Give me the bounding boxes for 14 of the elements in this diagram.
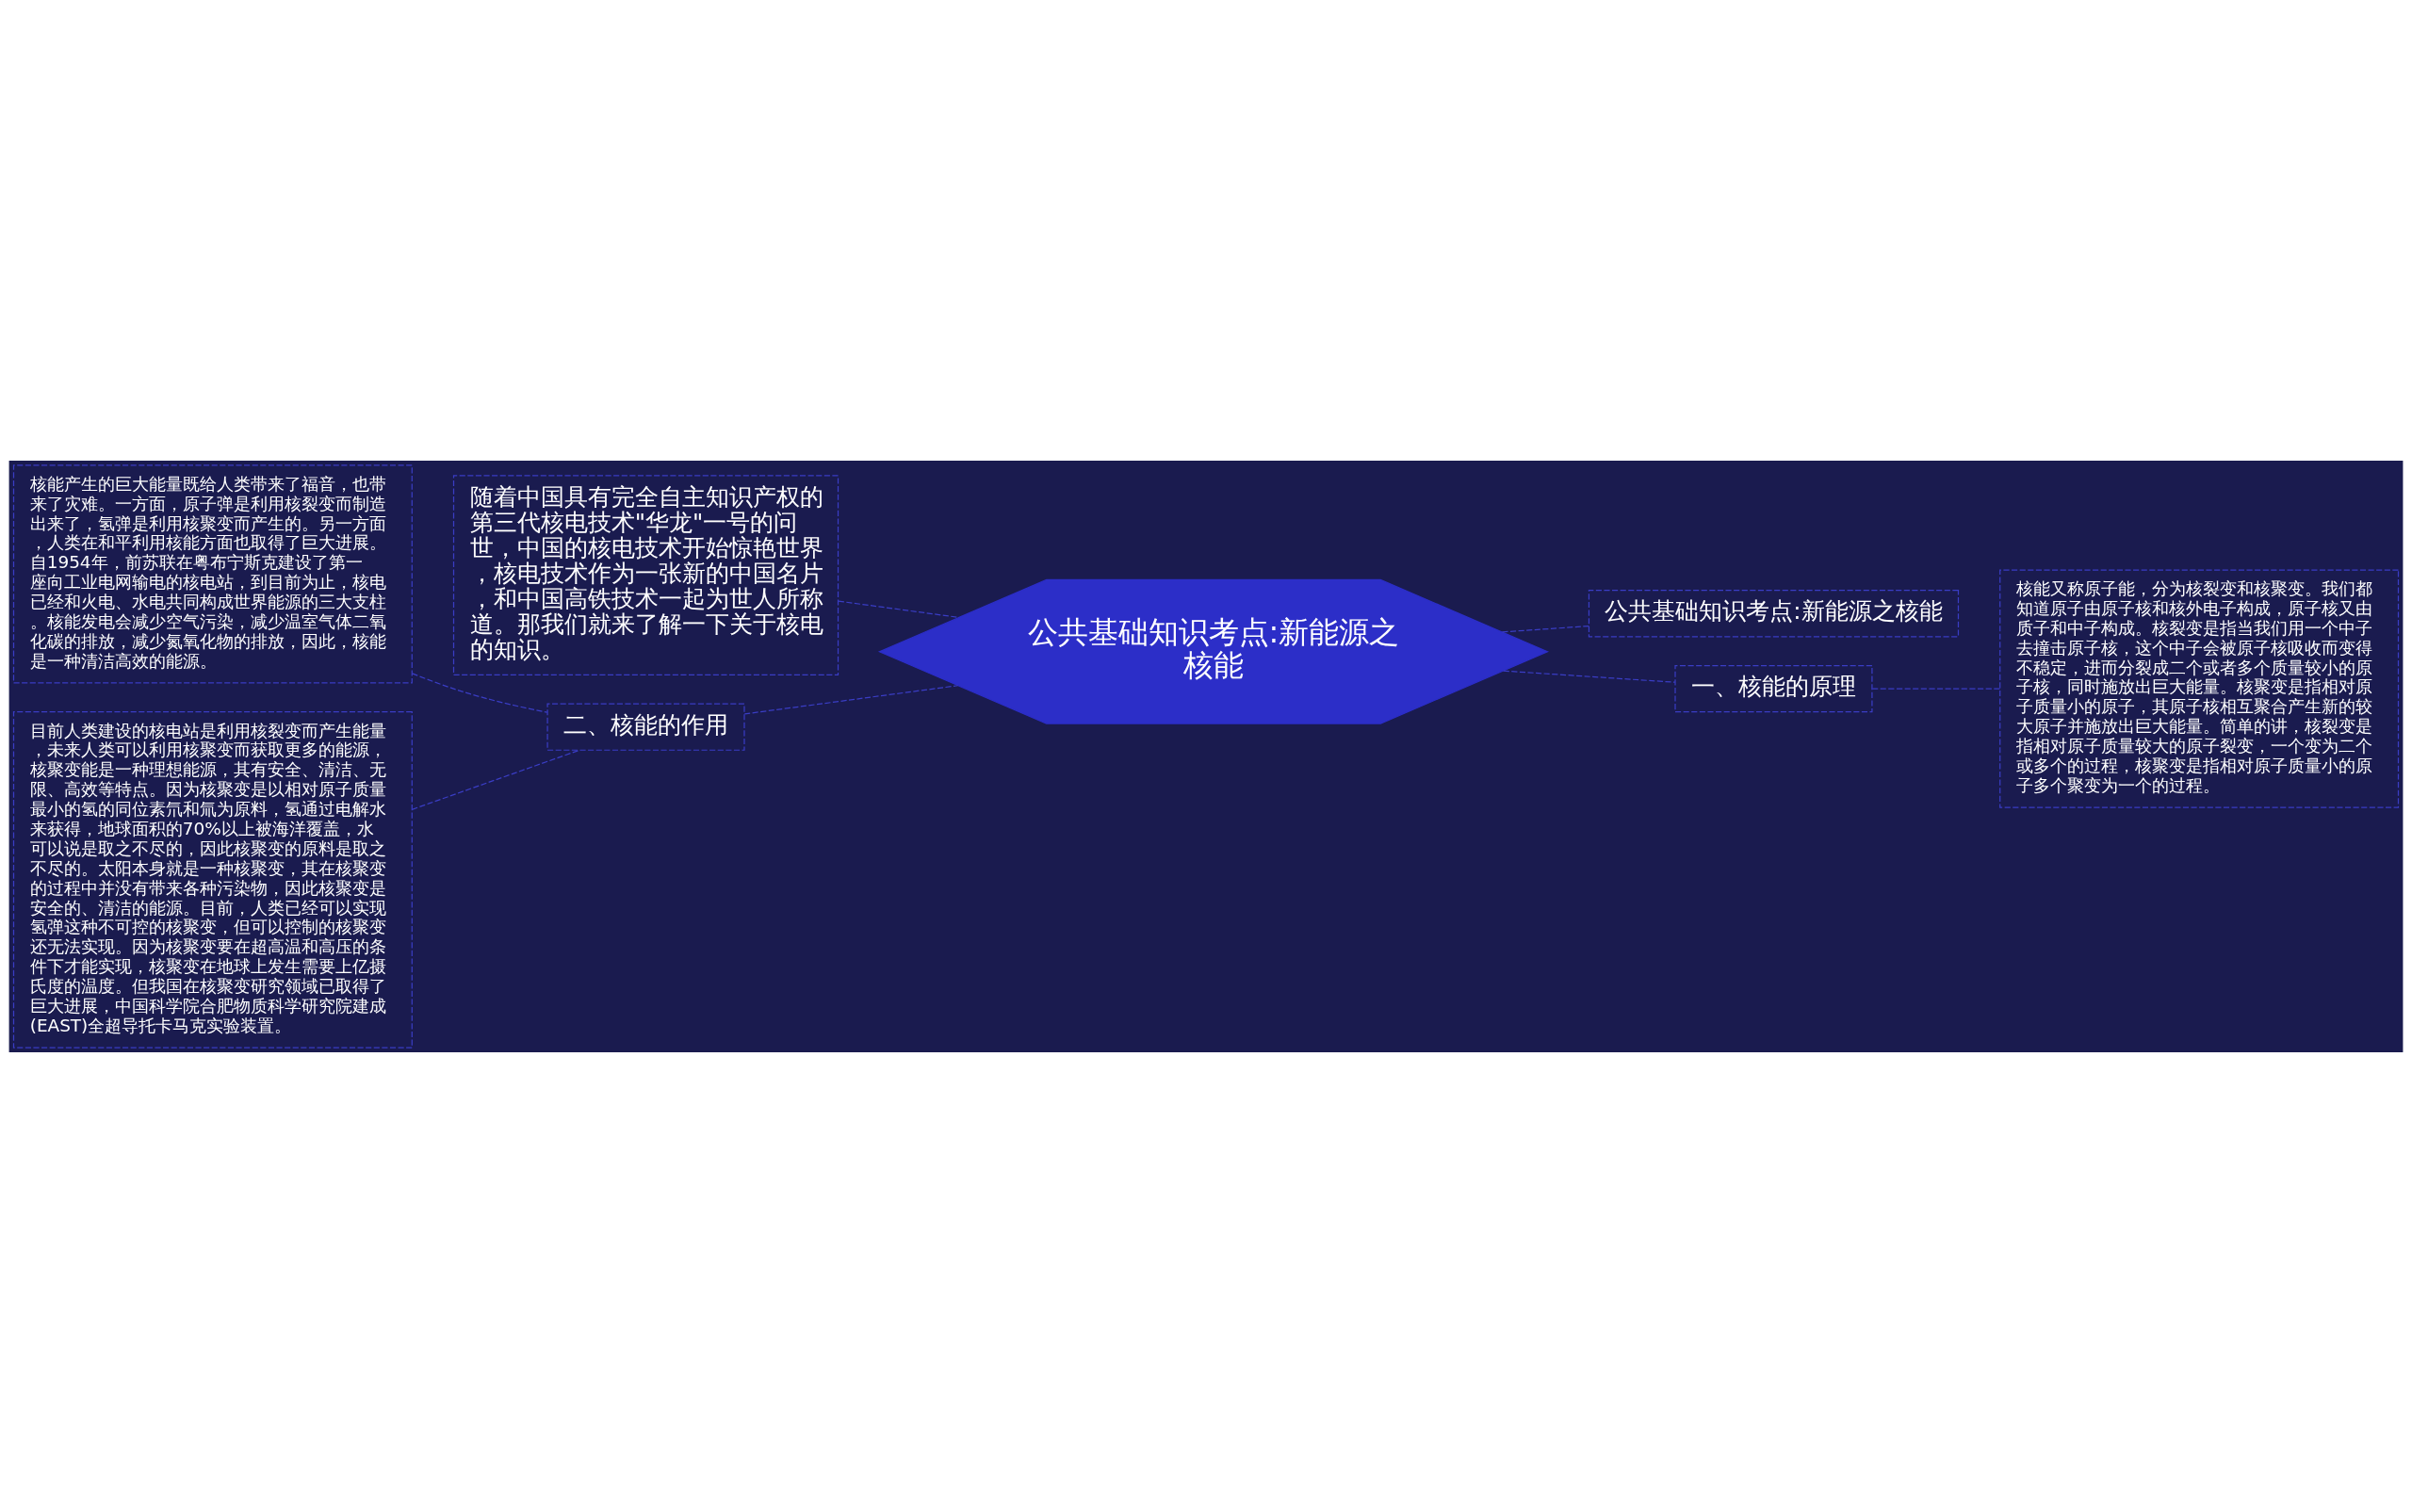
node-box: 目前人类建设的核电站是利用核裂变而产生能量，未来人类可以利用核聚变而获取更多的能源，核聚变能是一种理想能源，其有安全、清洁、无限、高效等特点。因为核聚变是以相对原子质量最小的氢的同位素氘和氚为原料，氢通过电解水来获得，地球面积的70%以上被海洋覆盖，水可以说是取之不尽的，因此核聚变的原料是取之不尽的。太阳本身就是一种核聚变，其在核聚变的过程中并没有带来各种污染物，因此核聚变是安全的、清洁的能源。目前，人类已经可以实现氢弹这种不可控的核聚变，但可以控制的核聚变还无法实现。因为核聚变要在超高温和高压的条件下才能实现，核聚变在地球上发生需要上亿摄氏度的温度。但我国在核聚变研究领域已取得了巨大进展，中国科学院合肥物质科学研究院建成(EAST)全超导托卡马克实验装置。 <box>12 710 413 1049</box>
node-box: 核能产生的巨大能量既给人类带来了福音，也带来了灾难。一方面，原子弹是利用核裂变而制造出来了，氢弹是利用核聚变而产生的。另一方面，人类在和平利用核能方面也取得了巨大进展。自1954年，前苏联在粤布宁斯克建设了第一座向工业电网输电的核电站，到目前为止，核电已经和火电、水电共同构成世界能源的三大支柱。核能发电会减少空气污染，减少温室气体二氧化碳的排放，减少氮氧化物的排放，因此，核能是一种清洁高效的能源。 <box>12 463 413 684</box>
connector <box>838 600 960 618</box>
connector <box>411 672 548 713</box>
node-box: 随着中国具有完全自主知识产权的第三代核电技术"华龙"一号的问世，中国的核电技术开始惊艳世界，核电技术作为一张新的中国名片，和中国高铁技术一起为世人所称道。那我们就来了解一下关于核电的知识。 <box>452 474 839 675</box>
connector <box>1503 670 1676 683</box>
connector <box>1871 688 2001 690</box>
connector <box>743 684 959 714</box>
node-box: 核能又称原子能，分为核裂变和核聚变。我们都知道原子由原子核和核外电子构成，原子核又由质子和中子构成。核裂变是指当我们用一个中子去撞击原子核，这个中子会被原子核吸收而变得不稳定，进而分裂成二个或者多个质量较小的原子核，同时施放出巨大能量。核聚变是指相对原子质量小的原子，其原子核相互聚合产生新的较大原子并施放出巨大能量。简单的讲，核裂变是指相对原子质量较大的原子裂变，一个变为二个或多个的过程，核聚变是指相对原子质量小的原子多个聚变为一个的过程。 <box>1999 569 2400 808</box>
node-box: 二、核能的作用 <box>546 702 745 751</box>
node-box: 一、核能的原理 <box>1674 664 1873 712</box>
connector <box>1501 625 1589 632</box>
node-box: 公共基础知识考点:新能源之核能 <box>1588 589 1960 637</box>
connector <box>411 749 580 810</box>
